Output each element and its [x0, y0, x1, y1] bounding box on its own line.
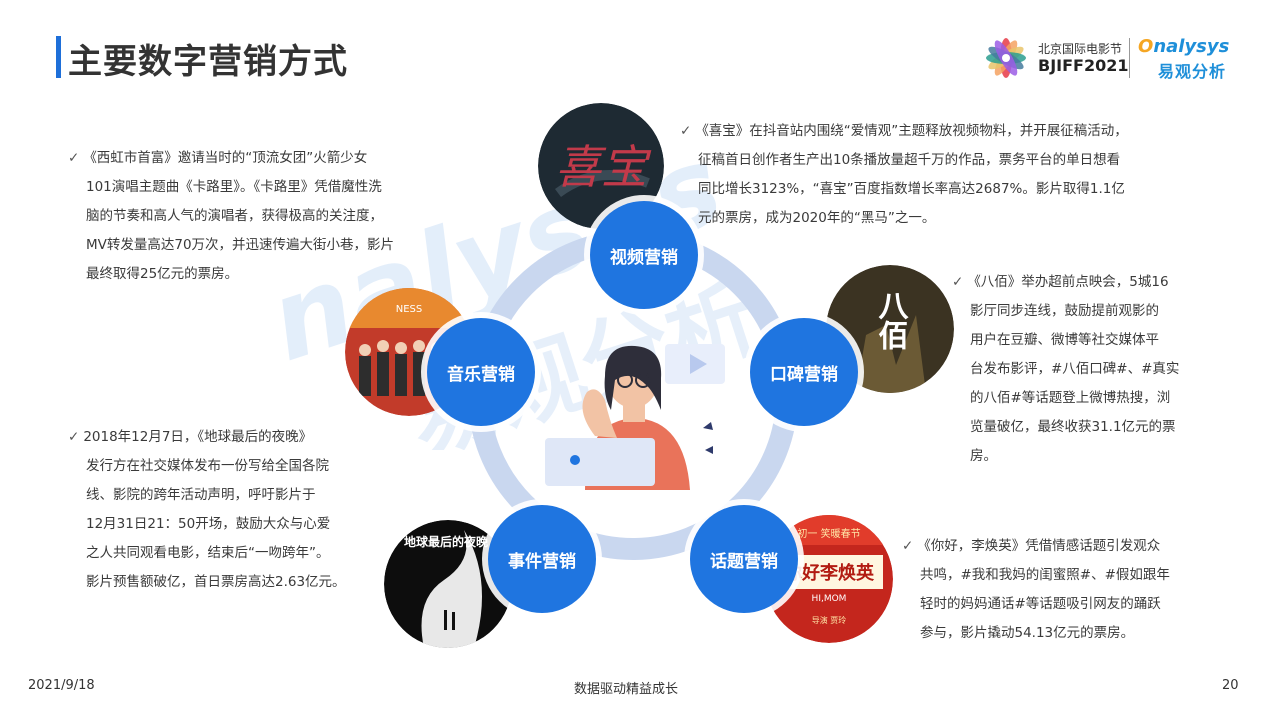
svg-text:导演 贾玲: 导演 贾玲 [812, 615, 847, 625]
text-line: 线、影院的跨年活动声明，呼吁影片于 [86, 487, 316, 503]
topic-marketing-text: ✓《你好，李焕英》凭借情感话题引发观众 共鸣，#我和我妈的闺蜜照#、#假如跟年 … [902, 532, 1242, 648]
analysys-logo-cn: 易观分析 [1158, 62, 1227, 81]
page-title: 主要数字营销方式 [68, 42, 348, 82]
festival-name-en: BJIFF2021 [1038, 56, 1129, 75]
text-line: ✓《你好，李焕英》凭借情感话题引发观众 [902, 538, 1161, 554]
festival-name-cn: 北京国际电影节 [1038, 42, 1123, 56]
footer-page-number: 20 [1222, 678, 1239, 693]
hub-video-marketing: 视频营销 [590, 201, 698, 309]
text-line: 台发布影评，#八佰口碑#、#真实 [970, 361, 1180, 377]
text-line: ✓《喜宝》在抖音站内围绕“爱情观”主题释放视频物料，并开展征稿活动， [680, 123, 1128, 139]
hub-music-marketing: 音乐营销 [427, 318, 535, 426]
text-line: 的八佰#等话题登上微博热搜，浏 [970, 390, 1171, 406]
text-line: 房。 [970, 448, 997, 464]
text-line: 共鸣，#我和我妈的闺蜜照#、#假如跟年 [920, 567, 1170, 583]
text-line: 发行方在社交媒体发布一份写给全国各院 [86, 458, 329, 474]
analysys-logo-en: Onalysys [1138, 36, 1230, 57]
text-line: 参与，影片撬动54.13亿元的票房。 [920, 625, 1135, 641]
logo-divider [1129, 38, 1130, 78]
xibao-poster-thumb: 喜宝 [538, 103, 664, 229]
check-icon: ✓ [902, 538, 914, 554]
text-line: 12月31日21：50开场，鼓励大众与心爱 [86, 516, 331, 532]
text-line: ✓2018年12月7日，《地球最后的夜晚》 [68, 429, 313, 445]
hub-topic-marketing: 话题营销 [690, 505, 798, 613]
svg-text:你好李焕英: 你好李焕英 [783, 562, 875, 584]
svg-text:NESS: NESS [396, 304, 423, 315]
text-line: 元的票房，成为2020年的“黑马”之一。 [698, 210, 936, 226]
text-line: 影片预售额破亿，首日票房高达2.63亿元。 [86, 574, 346, 590]
text-line: 101演唱主题曲《卡路里》。《卡路里》凭借魔性洗 [86, 179, 382, 195]
text-line: ✓《西虹市首富》邀请当时的“顶流女团”火箭少女 [68, 150, 368, 166]
video-marketing-text: ✓《喜宝》在抖音站内围绕“爱情观”主题释放视频物料，并开展征稿活动， 征稿首日创… [680, 117, 1240, 233]
text-line: 征稿首日创作者生产出10条播放量超千万的作品，票务平台的单日想看 [698, 152, 1121, 168]
svg-text:HI,MOM: HI,MOM [812, 594, 847, 604]
nightfall-poster-thumb: 地球最后的夜晚 [384, 520, 512, 648]
text-line: 影厅同步连线，鼓励提前观影的 [970, 303, 1159, 319]
svg-text:初一 笑暖春节: 初一 笑暖春节 [797, 527, 860, 540]
text-line: 之人共同观看电影，结束后“一吻跨年”。 [86, 545, 330, 561]
text-line: 同比增长3123%，“喜宝”百度指数增长率高达2687%。影片取得1.1亿 [698, 181, 1125, 197]
footer-date: 2021/9/18 [28, 678, 95, 693]
babai-poster-thumb: 八佰 [826, 265, 954, 393]
hub-word-of-mouth-marketing: 口碑营销 [750, 318, 858, 426]
bjiff-flower-logo [986, 38, 1026, 78]
word-of-mouth-marketing-text: ✓《八佰》举办超前点映会，5城16 影厅同步连线，鼓励提前观影的 用户在豆瓣、微… [952, 268, 1232, 471]
text-line: 脑的节奏和高人气的演唱者，获得极高的关注度， [86, 208, 383, 224]
person-laptop-illustration [545, 344, 725, 490]
text-line: 轻时的妈妈通话#等话题吸引网友的踊跃 [920, 596, 1161, 612]
event-marketing-text: ✓2018年12月7日，《地球最后的夜晚》 发行方在社交媒体发布一份写给全国各院… [68, 423, 388, 597]
svg-text:喜宝: 喜宝 [555, 140, 652, 194]
text-line: 览量破亿，最终收获31.1亿元的票 [970, 419, 1176, 435]
text-line: ✓《八佰》举办超前点映会，5城16 [952, 274, 1169, 290]
svg-text:八佰: 八佰 [873, 290, 909, 350]
text-line: 最终取得25亿元的票房。 [86, 266, 239, 282]
svg-text:地球最后的夜晚: 地球最后的夜晚 [404, 534, 488, 549]
footer-slogan: 数据驱动精益成长 [574, 682, 679, 697]
check-icon: ✓ [68, 150, 80, 166]
logo-area: 北京国际电影节 BJIFF2021 Onalysys 易观分析 [982, 34, 1242, 82]
text-line: 用户在豆瓣、微博等社交媒体平 [970, 332, 1159, 348]
check-icon: ✓ [680, 123, 692, 139]
check-icon: ✓ [952, 274, 964, 290]
music-marketing-text: ✓《西虹市首富》邀请当时的“顶流女团”火箭少女 101演唱主题曲《卡路里》。《卡… [68, 144, 478, 289]
hub-event-marketing: 事件营销 [488, 505, 596, 613]
check-icon: ✓ [68, 429, 80, 445]
text-line: MV转发量高达70万次，并迅速传遍大街小巷，影片 [86, 237, 395, 253]
title-accent-bar [56, 36, 61, 78]
